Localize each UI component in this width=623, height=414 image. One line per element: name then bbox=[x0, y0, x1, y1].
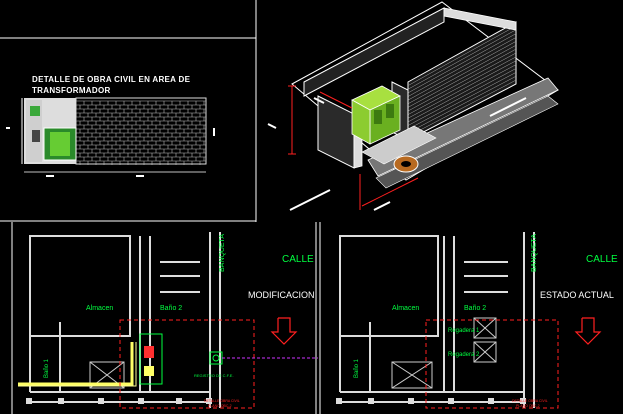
detail-note-1: DETALLE OBRA CIVIL bbox=[512, 399, 548, 403]
iso-dimensions bbox=[288, 85, 419, 210]
transformer-elevation bbox=[24, 98, 77, 164]
isometric-drawing bbox=[267, 1, 559, 211]
room-almacen-label: Almacen bbox=[392, 305, 419, 312]
regadera-2-label: Regadera 2 bbox=[448, 352, 480, 358]
detail-callout-box bbox=[119, 319, 255, 409]
down-arrow-icon bbox=[574, 317, 602, 345]
room-bano1-label: Baño 1 bbox=[44, 358, 50, 378]
detail-note-2: PLANO OBC-2 bbox=[208, 404, 232, 408]
plan-estado-actual: CALLE BANQUETA ESTADO ACTUAL Almacen Bañ… bbox=[319, 222, 618, 414]
room-bano2-label: Baño 2 bbox=[160, 305, 182, 312]
registro-label: REGISTRO DE C.F.E. bbox=[194, 373, 234, 378]
plan-modificacion-viewport[interactable]: CALLE BANQUETA MODIFICACION Almacen Baño… bbox=[0, 222, 318, 414]
isometric-viewport[interactable] bbox=[258, 0, 623, 222]
room-bano2-label: Baño 2 bbox=[464, 305, 486, 312]
detail-note-2: PLANO OBC-2 bbox=[516, 404, 540, 408]
detail-note-1: DETALLE OBRA CIVIL bbox=[204, 399, 240, 403]
street-label: CALLE bbox=[282, 254, 314, 265]
plan-modificacion: CALLE BANQUETA MODIFICACION Almacen Baño… bbox=[11, 222, 318, 414]
mode-label: MODIFICACION bbox=[248, 290, 315, 300]
regadera-1-label: Regadera 1 bbox=[448, 328, 480, 334]
elevation-viewport[interactable]: DETALLE DE OBRA CIVIL EN AREA DE TRANSFO… bbox=[0, 0, 258, 222]
room-almacen-label: Almacen bbox=[86, 305, 113, 312]
iso-brick-wall bbox=[407, 7, 517, 141]
mode-label: ESTADO ACTUAL bbox=[540, 290, 614, 300]
room-bano1-label: Baño 1 bbox=[354, 358, 360, 378]
sidewalk-label: BANQUETA bbox=[219, 234, 226, 272]
detail-title-line1: DETALLE DE OBRA CIVIL EN AREA DE bbox=[32, 75, 191, 84]
sidewalk-label: BANQUETA bbox=[531, 234, 538, 272]
detail-callout-box bbox=[425, 319, 559, 409]
elevation-drawing: DETALLE DE OBRA CIVIL EN AREA DE TRANSFO… bbox=[0, 0, 257, 222]
street-label: CALLE bbox=[586, 254, 618, 265]
iso-transformer bbox=[351, 85, 401, 145]
plan-estado-actual-viewport[interactable]: CALLE BANQUETA ESTADO ACTUAL Almacen Bañ… bbox=[318, 222, 623, 414]
down-arrow-icon bbox=[270, 317, 298, 345]
brick-wall-elevation bbox=[75, 97, 207, 165]
detail-title-line2: TRANSFORMADOR bbox=[32, 86, 111, 95]
